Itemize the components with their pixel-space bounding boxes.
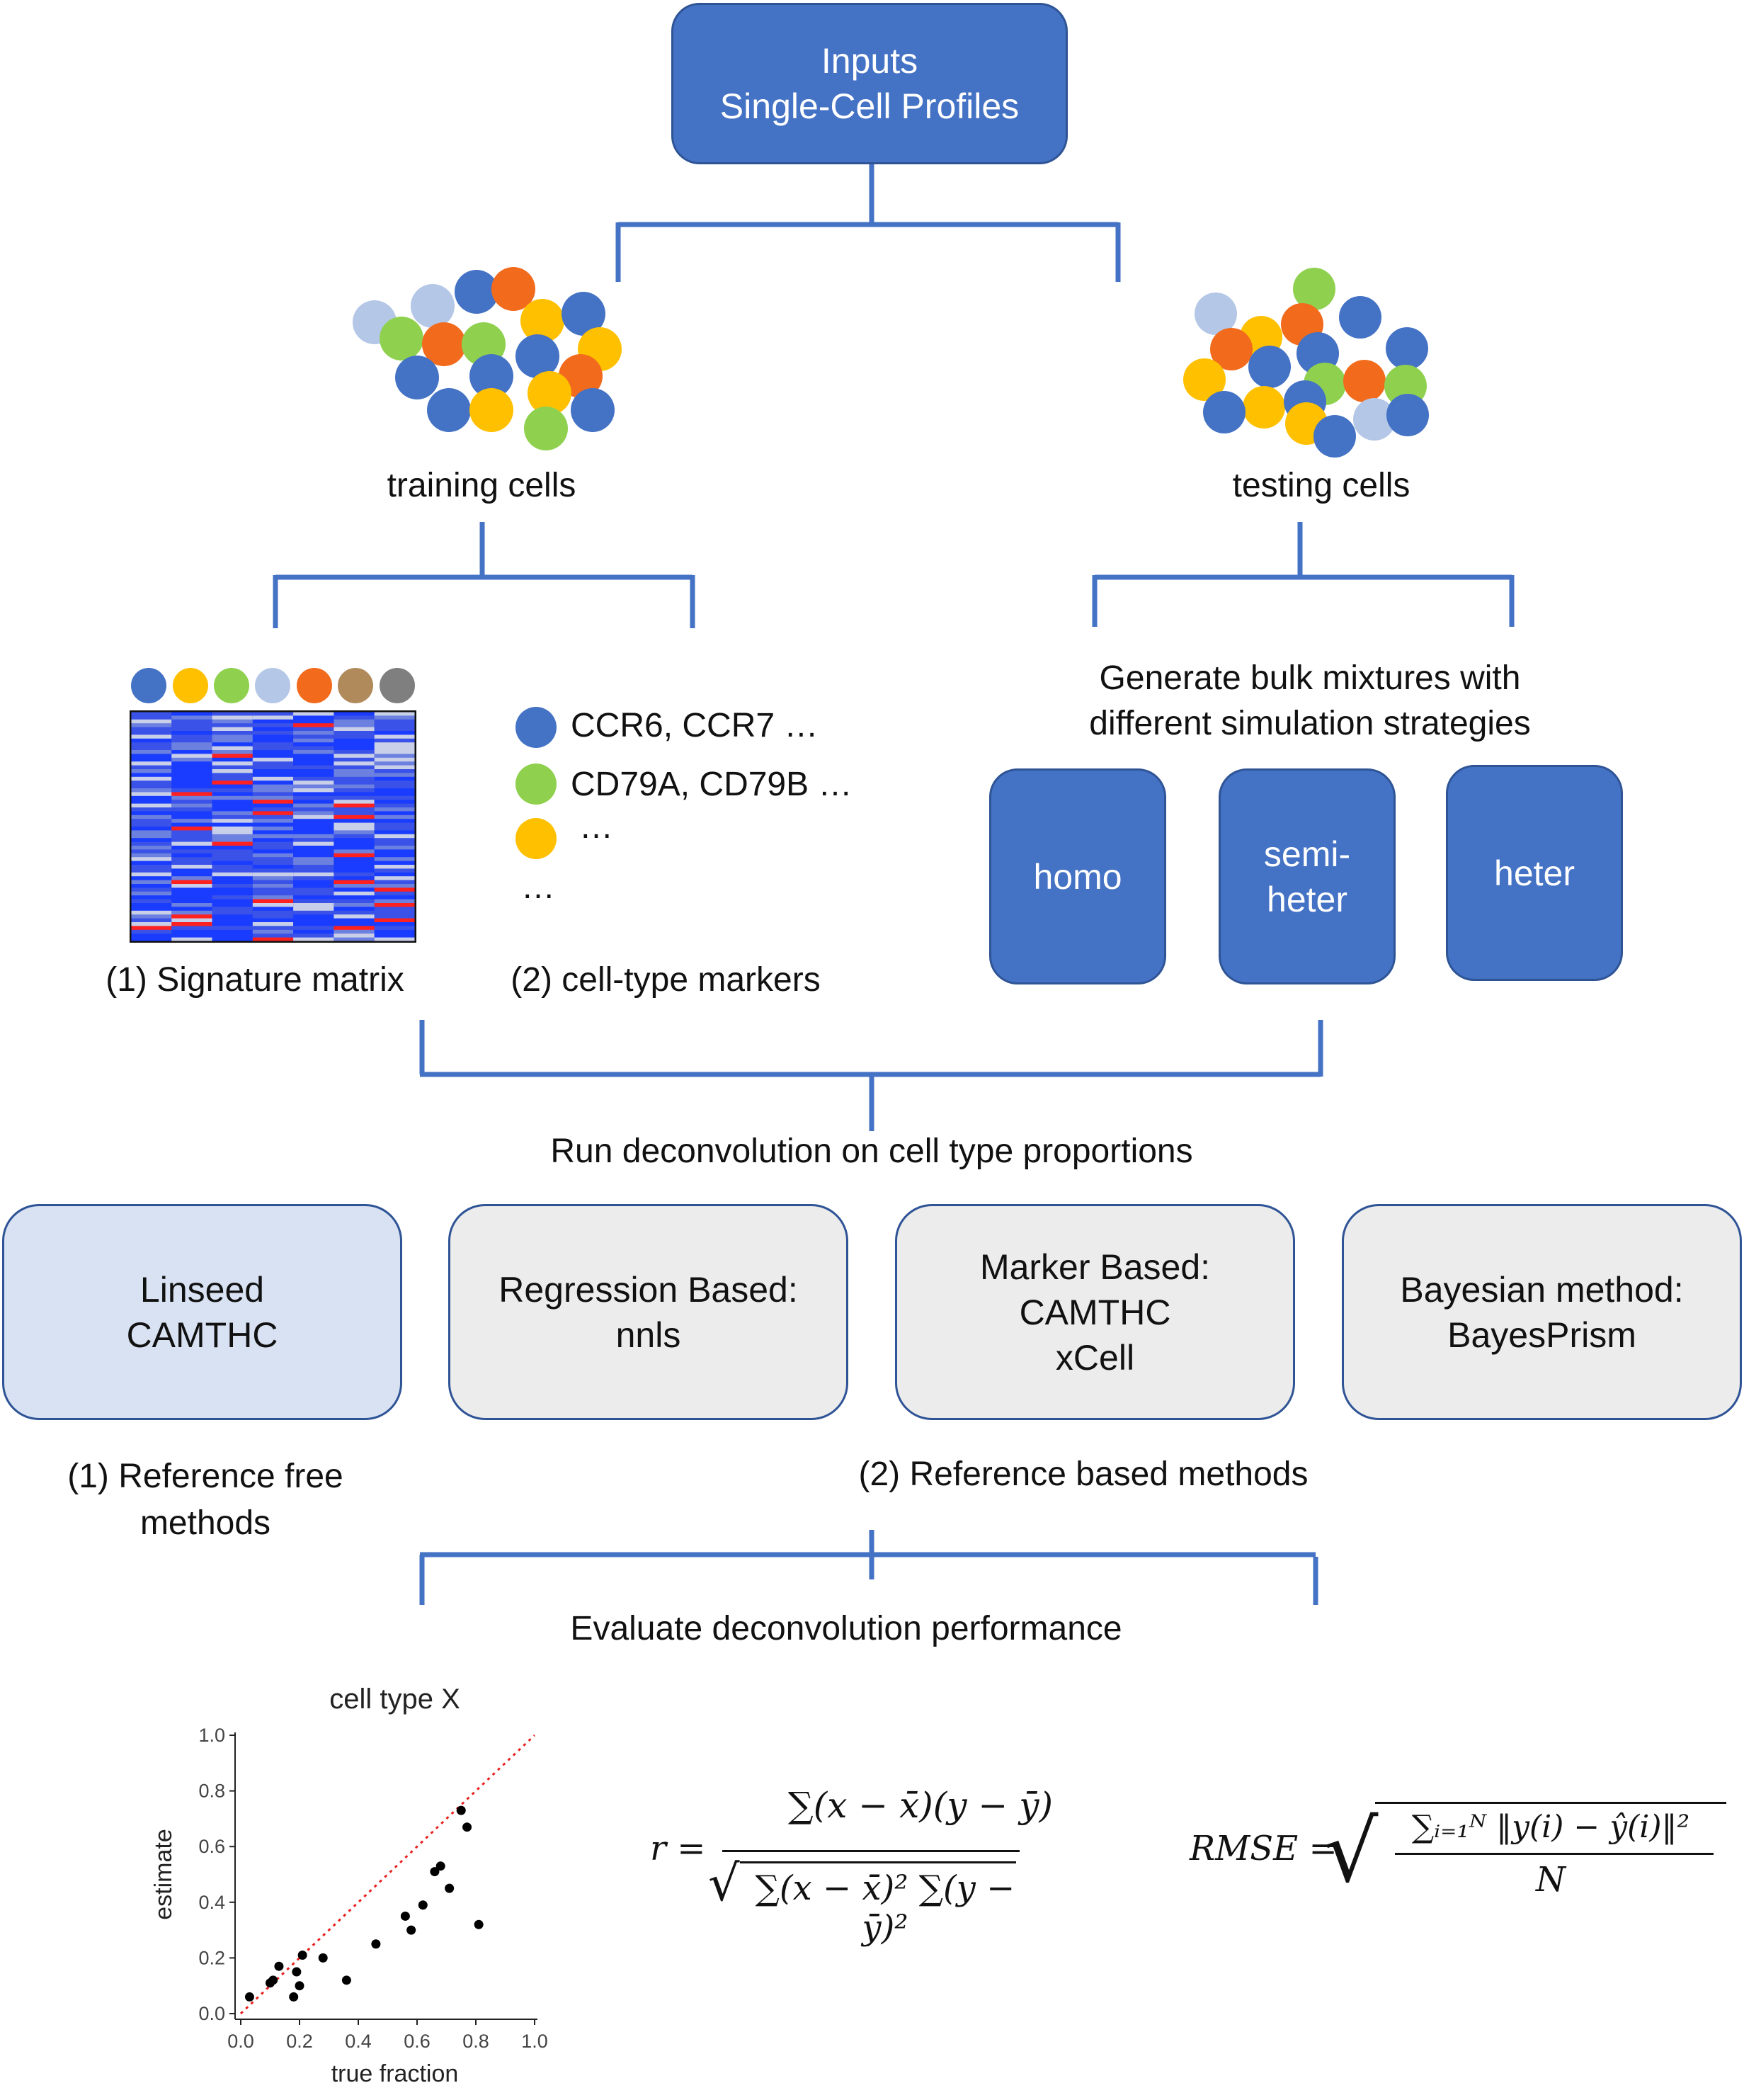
marker-dot-green: [515, 764, 557, 805]
x-tick-label: 0.6: [404, 2031, 431, 2052]
simulation-title-line2: different simulation strategies: [1089, 705, 1531, 742]
x-axis-label: true fraction: [331, 2060, 459, 2087]
strategy-label: heter: [1267, 879, 1347, 919]
data-point: [292, 1967, 302, 1977]
method-line: nnls: [615, 1315, 681, 1355]
data-point: [289, 1992, 299, 2002]
reference-free-label: (1) Reference free methods: [28, 1453, 382, 1547]
data-point: [430, 1867, 440, 1877]
evaluate-label: Evaluate deconvolution performance: [570, 1610, 1122, 1647]
y-tick-label: 0.6: [198, 1836, 225, 1857]
rmse-denominator: N: [1536, 1860, 1566, 1900]
strategy-heter-box: heter: [1446, 765, 1623, 981]
x-tick-label: 0.2: [286, 2031, 313, 2052]
deconvolution-label: Run deconvolution on cell type proportio…: [550, 1133, 1193, 1170]
data-point: [462, 1822, 472, 1832]
data-point: [318, 1953, 328, 1963]
pearson-formula: r = ∑(x − x̄)(y − ȳ) √ ∑(x − x̄)² ∑(y − …: [637, 1771, 1119, 1948]
method-line: xCell: [1055, 1337, 1135, 1378]
method-line: Bayesian method:: [1400, 1269, 1684, 1310]
method-line: Linseed: [139, 1269, 265, 1310]
scatter-chart: cell type X 0.0 0.2 0.4 0.6 0.8 1.0 0.0 0.2 0.4 0.…: [150, 1684, 548, 2087]
marker-dot-yellow: [515, 818, 557, 859]
r-numerator: ∑(x − x̄)(y − ȳ): [788, 1785, 1053, 1826]
reference-based-label: (2) Reference based methods: [858, 1455, 1309, 1493]
r-fraction-bar: [722, 1850, 1020, 1852]
testing-cells-label: testing cells: [1232, 467, 1410, 504]
data-point: [406, 1925, 416, 1935]
strategy-label: homo: [1033, 856, 1122, 897]
simulation-title-line1: Generate bulk mixtures with: [1099, 659, 1521, 697]
rmse-fraction-bar: [1395, 1853, 1714, 1855]
strategy-homo-box: homo: [989, 768, 1166, 984]
data-point: [371, 1939, 381, 1949]
inputs-box: Inputs Single-Cell Profiles: [671, 3, 1068, 164]
r-lhs: r =: [650, 1829, 706, 1868]
marker-item: CD79A, CD79B …: [571, 766, 853, 803]
r-sqrt-icon: √: [708, 1854, 740, 1912]
data-point: [400, 1911, 410, 1921]
y-tick-label: 0.4: [198, 1892, 225, 1913]
marker-item: …: [579, 808, 613, 846]
x-tick-label: 1.0: [521, 2031, 548, 2052]
method-line: Regression Based:: [498, 1269, 798, 1310]
reference-free-line1: (1) Reference free: [67, 1458, 343, 1495]
data-point: [268, 1975, 278, 1985]
sqrt-overbar: [740, 1861, 1016, 1863]
data-point: [341, 1975, 351, 1985]
x-tick-label: 0.0: [227, 2031, 254, 2052]
marker-item: …: [521, 868, 555, 906]
data-point: [474, 1919, 484, 1929]
identity-reference-line: [239, 1734, 536, 2015]
method-line: CAMTHC: [126, 1315, 278, 1355]
method-box-bayesian: Bayesian method: BayesPrism: [1342, 1204, 1742, 1420]
y-tick-label: 0.2: [198, 1947, 225, 1968]
y-tick-label: 0.0: [198, 2003, 225, 2024]
reference-free-line2: methods: [139, 1504, 271, 1542]
data-point: [297, 1950, 307, 1960]
x-tick-label: 0.8: [462, 2031, 489, 2052]
cell-type-markers-label: (2) cell-type markers: [511, 961, 821, 999]
y-axis-label: estimate: [150, 1829, 177, 1920]
method-line: Marker Based:: [979, 1247, 1211, 1287]
training-cells-label: training cells: [387, 467, 576, 504]
data-point: [456, 1805, 466, 1815]
method-box-reference-free: Linseed CAMTHC: [2, 1204, 402, 1420]
simulation-title: Generate bulk mixtures with different si…: [1027, 656, 1593, 747]
method-box-marker: Marker Based: CAMTHC xCell: [895, 1204, 1295, 1420]
strategy-label: semi-: [1263, 834, 1351, 874]
signature-matrix-heatmap: [130, 710, 416, 943]
data-point: [295, 1981, 304, 1991]
rmse-sqrt-icon: √: [1324, 1803, 1379, 1902]
method-box-regression: Regression Based: nnls: [448, 1204, 848, 1420]
signature-matrix-label: (1) Signature matrix: [106, 961, 404, 999]
data-point: [435, 1861, 445, 1871]
data-point: [274, 1961, 284, 1971]
method-line: BayesPrism: [1447, 1315, 1636, 1355]
x-tick-label: 0.4: [345, 2031, 372, 2052]
y-tick-label: 0.8: [198, 1781, 225, 1802]
y-tick-label: 1.0: [198, 1725, 225, 1746]
marker-item: CCR6, CCR7 …: [571, 707, 819, 744]
rmse-overbar: [1375, 1802, 1726, 1804]
inputs-title: Inputs: [821, 41, 918, 81]
chart-title: cell type X: [329, 1684, 460, 1715]
inputs-subtitle: Single-Cell Profiles: [719, 86, 1020, 126]
method-line: CAMTHC: [1019, 1292, 1171, 1332]
data-point: [418, 1900, 428, 1910]
r-denominator: ∑(x − x̄)² ∑(y − ȳ)²: [755, 1868, 1015, 1948]
data-point: [445, 1883, 455, 1893]
marker-dot-blue: [515, 707, 557, 748]
strategy-label: heter: [1494, 853, 1575, 893]
strategy-semi-heter-box: semi- heter: [1219, 768, 1396, 984]
rmse-numerator: ∑ᵢ₌₁ᴺ ‖y(i) − ŷ(i)‖²: [1411, 1809, 1690, 1845]
data-point: [244, 1992, 254, 2002]
rmse-lhs: RMSE =: [1190, 1829, 1338, 1868]
rmse-formula: RMSE = √ ∑ᵢ₌₁ᴺ ‖y(i) − ŷ(i)‖² N: [1182, 1785, 1735, 1926]
